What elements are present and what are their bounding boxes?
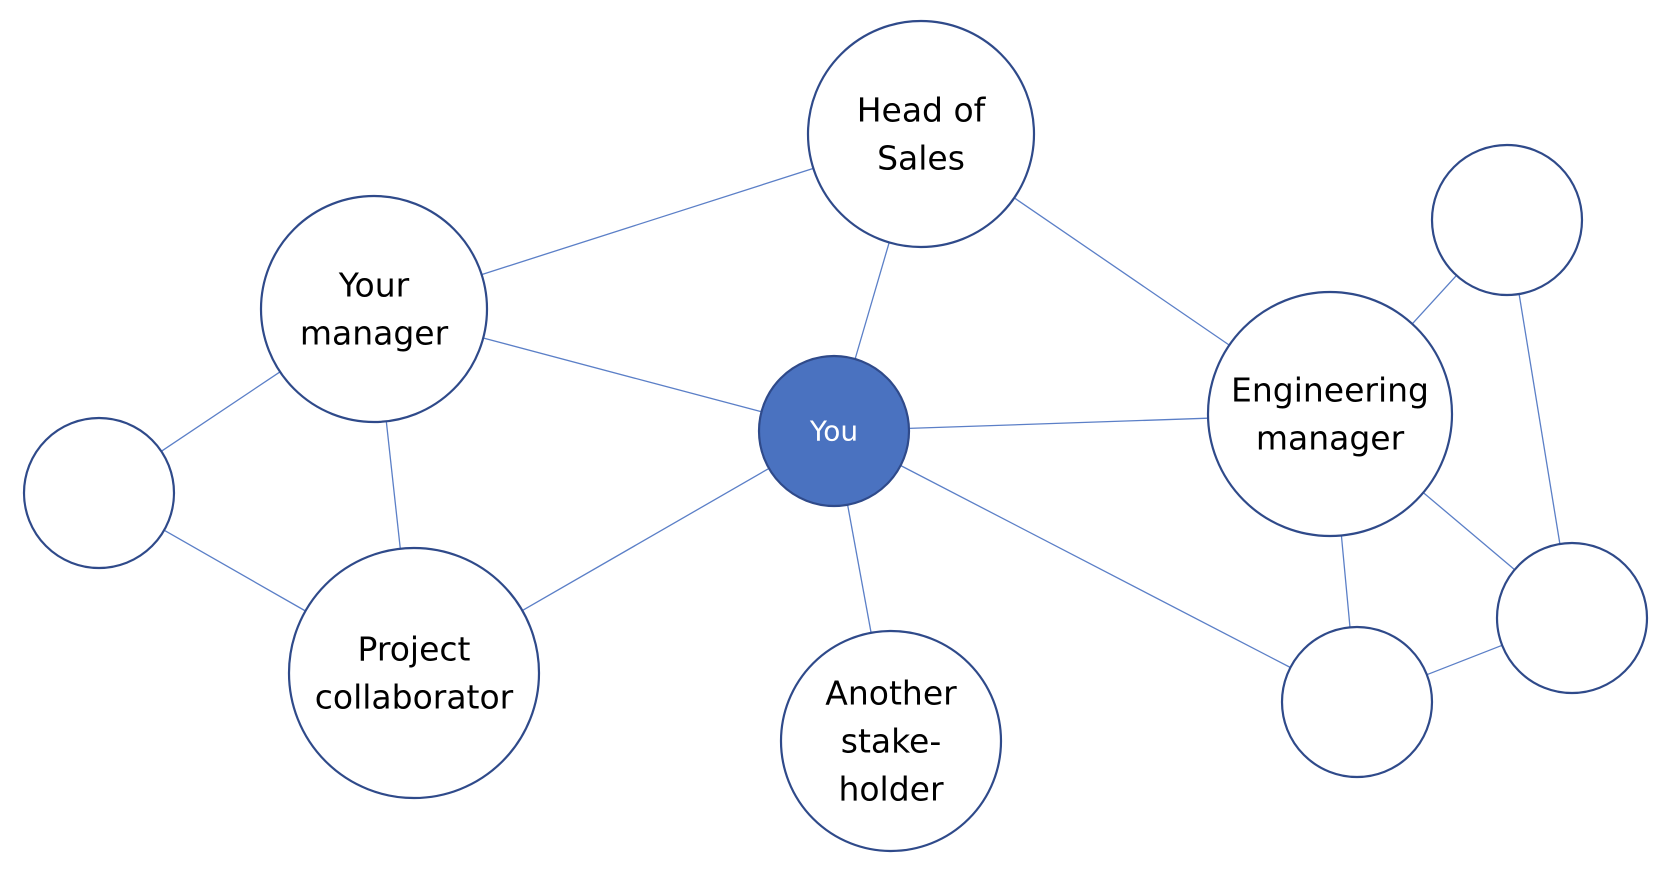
node-circle-another-stakeholder (779, 629, 1003, 853)
edge-engineering-manager-to-top-right-blank (1411, 274, 1457, 325)
edge-you-to-bottom-right-blank (900, 464, 1291, 669)
edge-you-to-head-of-sales (854, 242, 890, 360)
node-another-stakeholder: Another stake-holder (779, 629, 1003, 853)
node-engineering-manager: Engineering manager (1206, 290, 1454, 538)
edge-engineering-manager-to-bottom-right-blank (1340, 535, 1351, 628)
node-label-project-collaborator-line-1: Project (358, 630, 471, 669)
node-label-project-collaborator-line-2: collaborator (315, 678, 514, 717)
node-circle-left-blank (22, 416, 176, 570)
node-left-blank (22, 416, 176, 570)
edge-head-of-sales-to-engineering-manager (1013, 197, 1230, 346)
node-circle-head-of-sales (806, 19, 1036, 249)
node-label-another-stakeholder-line-2: stake- (841, 722, 942, 761)
node-top-right-blank (1430, 143, 1584, 297)
node-project-collaborator: Project collaborator (287, 546, 541, 800)
edge-engineering-manager-to-right-blank (1422, 492, 1516, 571)
node-label-your-manager-line-1: Your (338, 266, 410, 305)
node-circle-right-blank (1495, 541, 1649, 695)
node-circle-you (757, 354, 911, 508)
edge-your-manager-to-left-blank (160, 371, 281, 452)
node-label-you-line-1: You (809, 415, 858, 448)
node-label-another-stakeholder-line-3: holder (838, 770, 944, 809)
node-label-another-stakeholder-line-1: Another (825, 674, 957, 713)
node-label-head-of-sales-line-2: Sales (877, 139, 965, 178)
node-label-engineering-manager-line-2: manager (1256, 419, 1405, 458)
node-bottom-right-blank (1280, 625, 1434, 779)
edge-top-right-blank-to-right-blank (1518, 293, 1561, 545)
node-your-manager: Your manager (259, 194, 489, 424)
edge-right-blank-to-bottom-right-blank (1426, 644, 1503, 676)
node-circle-project-collaborator (287, 546, 541, 800)
edge-you-to-engineering-manager (908, 417, 1209, 430)
edge-head-of-sales-to-your-manager (481, 167, 814, 276)
node-circle-bottom-right-blank (1280, 625, 1434, 779)
edge-you-to-another-stakeholder (846, 504, 872, 633)
edge-you-to-project-collaborator (521, 467, 770, 612)
edge-you-to-your-manager (483, 337, 762, 413)
node-circle-your-manager (259, 194, 489, 424)
node-label-your-manager-line-2: manager (300, 314, 449, 353)
node-circle-engineering-manager (1206, 290, 1454, 538)
node-label-head-of-sales-line-1: Head of (857, 91, 987, 130)
node-label-engineering-manager-line-1: Engineering (1231, 371, 1429, 410)
node-head-of-sales: Head of Sales (806, 19, 1036, 249)
edge-your-manager-to-project-collaborator (385, 421, 401, 549)
node-you: You (757, 354, 911, 508)
node-circle-top-right-blank (1430, 143, 1584, 297)
node-right-blank (1495, 541, 1649, 695)
edges-layer (160, 167, 1561, 676)
edge-left-blank-to-project-collaborator (163, 529, 306, 612)
